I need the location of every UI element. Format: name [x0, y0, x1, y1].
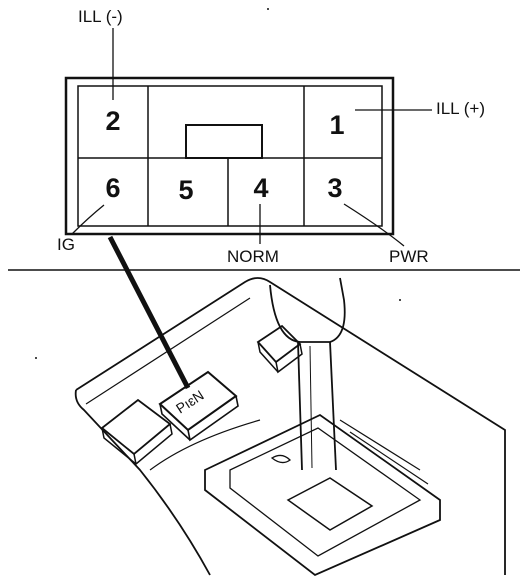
- leader-ig: [71, 204, 105, 235]
- label-ig: IG: [57, 235, 75, 254]
- label-norm: NORM: [227, 247, 279, 266]
- blank-switch: [100, 398, 173, 466]
- center-console: [74, 277, 506, 576]
- speck: [267, 8, 269, 10]
- pin-6: 6: [105, 173, 120, 203]
- shift-gate: [204, 413, 441, 577]
- pin-1: 1: [329, 110, 344, 140]
- label-ill-minus: ILL (-): [78, 7, 123, 26]
- pin-2: 2: [105, 106, 120, 136]
- speck: [399, 299, 401, 301]
- side-switch: [256, 324, 303, 374]
- connector-housing: [64, 76, 395, 236]
- shift-lever: [269, 277, 346, 471]
- pin-3: 3: [327, 173, 342, 203]
- label-pwr: PWR: [389, 247, 429, 266]
- label-ill-plus: ILL (+): [436, 99, 485, 118]
- connector-latch: [185, 124, 263, 159]
- pointer-line: [107, 235, 191, 390]
- leader-pwr: [343, 203, 405, 247]
- pin-4: 4: [253, 173, 268, 203]
- pin-5: 5: [178, 175, 193, 205]
- speck: [35, 357, 37, 359]
- pwr-norm-switch[interactable]: PıɛN: [158, 370, 239, 442]
